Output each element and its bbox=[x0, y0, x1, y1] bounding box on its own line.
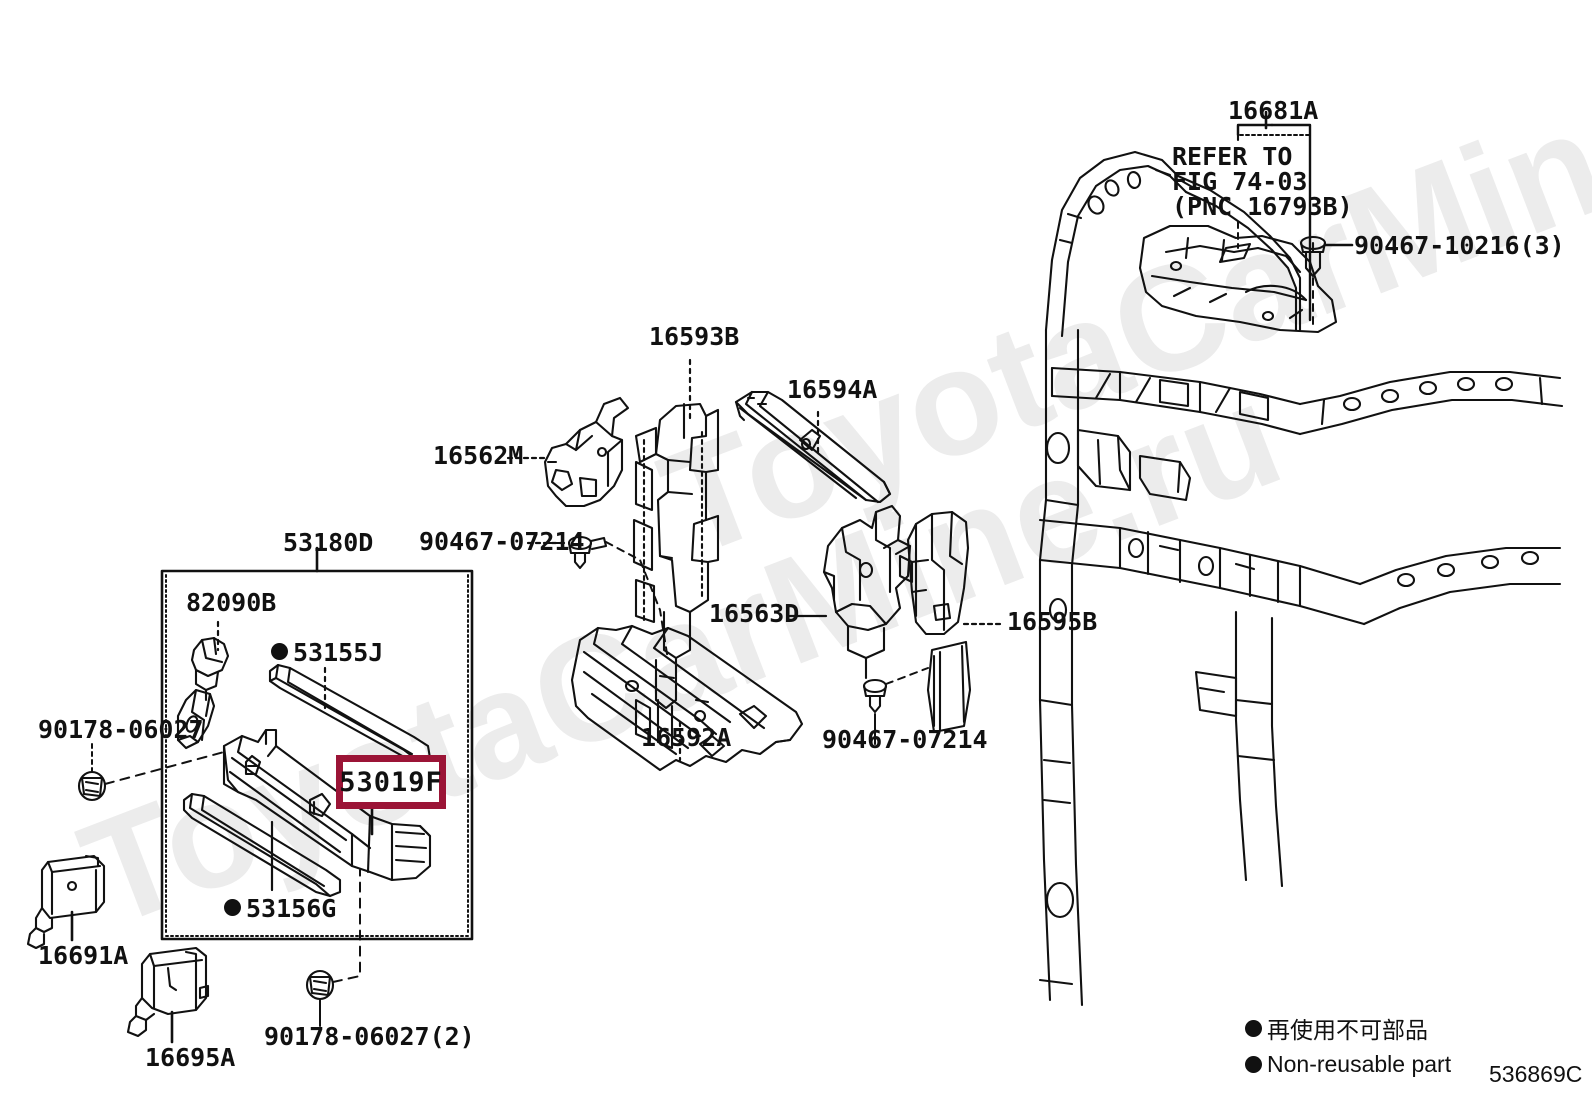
legend-row-japanese: 再使用不可部品 bbox=[1245, 1011, 1451, 1045]
label-refer-line1: REFER TO bbox=[1172, 142, 1293, 171]
radiator-support-frame bbox=[1038, 150, 1564, 1007]
part-16695A bbox=[126, 946, 210, 1038]
non-reusable-bullet-icon bbox=[1245, 1056, 1262, 1073]
label-90178-06027-2: 90178-06027(2) bbox=[264, 1022, 475, 1051]
label-16594A: 16594A bbox=[787, 375, 878, 404]
part-16594A bbox=[734, 390, 892, 504]
label-82090B: 82090B bbox=[186, 588, 277, 617]
part-16563D bbox=[822, 504, 914, 680]
label-16695A: 16695A bbox=[145, 1043, 236, 1072]
label-refer-line3: (PNC 16793B) bbox=[1172, 192, 1353, 221]
part-16595B bbox=[906, 510, 972, 734]
part-53155J bbox=[268, 663, 432, 764]
highlighted-part-number[interactable]: 53019F bbox=[336, 755, 446, 809]
label-16592A: 16592A bbox=[641, 723, 732, 752]
part-16562M bbox=[543, 396, 630, 508]
label-53155J: 53155J bbox=[271, 638, 383, 669]
nut-90178-06027-lower bbox=[305, 969, 335, 1001]
label-16563D: 16563D bbox=[709, 599, 800, 628]
label-90467-07214-mid: 90467-07214 bbox=[822, 725, 988, 754]
part-82090B bbox=[176, 636, 230, 750]
part-16592A bbox=[570, 624, 804, 772]
label-16595B: 16595B bbox=[1007, 607, 1098, 636]
non-reusable-bullet-icon bbox=[1245, 1019, 1262, 1037]
label-90467-10216: 90467-10216(3) bbox=[1354, 231, 1565, 260]
label-90467-07214-top: 90467-07214 bbox=[419, 527, 585, 556]
label-53180D: 53180D bbox=[283, 528, 374, 557]
label-16691A: 16691A bbox=[38, 941, 129, 970]
non-reusable-bullet-icon bbox=[224, 899, 241, 916]
label-16593B: 16593B bbox=[649, 322, 740, 351]
part-16691A bbox=[26, 854, 106, 950]
label-53156G: 53156G bbox=[224, 894, 336, 925]
non-reusable-bullet-icon bbox=[271, 643, 288, 660]
group-box-53180D bbox=[160, 546, 474, 941]
label-refer-line2: FIG 74-03 bbox=[1172, 167, 1308, 196]
nut-90178-06027-upper bbox=[77, 770, 107, 802]
legend-japanese-text: 再使用不可部品 bbox=[1267, 1018, 1428, 1044]
part-53156G bbox=[182, 792, 342, 898]
legend-english-text: Non-reusable part bbox=[1267, 1051, 1452, 1077]
diagram-id-code: 536869C bbox=[1489, 1061, 1583, 1087]
part-53019F bbox=[222, 728, 432, 882]
legend-row-english: Non-reusable part bbox=[1245, 1051, 1451, 1078]
hood-insulator-panel bbox=[1138, 224, 1338, 334]
clip-90467-10216 bbox=[1299, 235, 1327, 278]
part-16593B bbox=[632, 402, 720, 750]
label-16681A: 16681A bbox=[1228, 96, 1319, 125]
label-90178-06027: 90178-06027 bbox=[38, 715, 204, 744]
label-16562M: 16562M bbox=[433, 441, 524, 470]
clip-90467-07214-lower bbox=[862, 678, 888, 714]
highlighted-part-number-text: 53019F bbox=[339, 766, 443, 798]
legend: 再使用不可部品 Non-reusable part bbox=[1245, 1011, 1451, 1084]
